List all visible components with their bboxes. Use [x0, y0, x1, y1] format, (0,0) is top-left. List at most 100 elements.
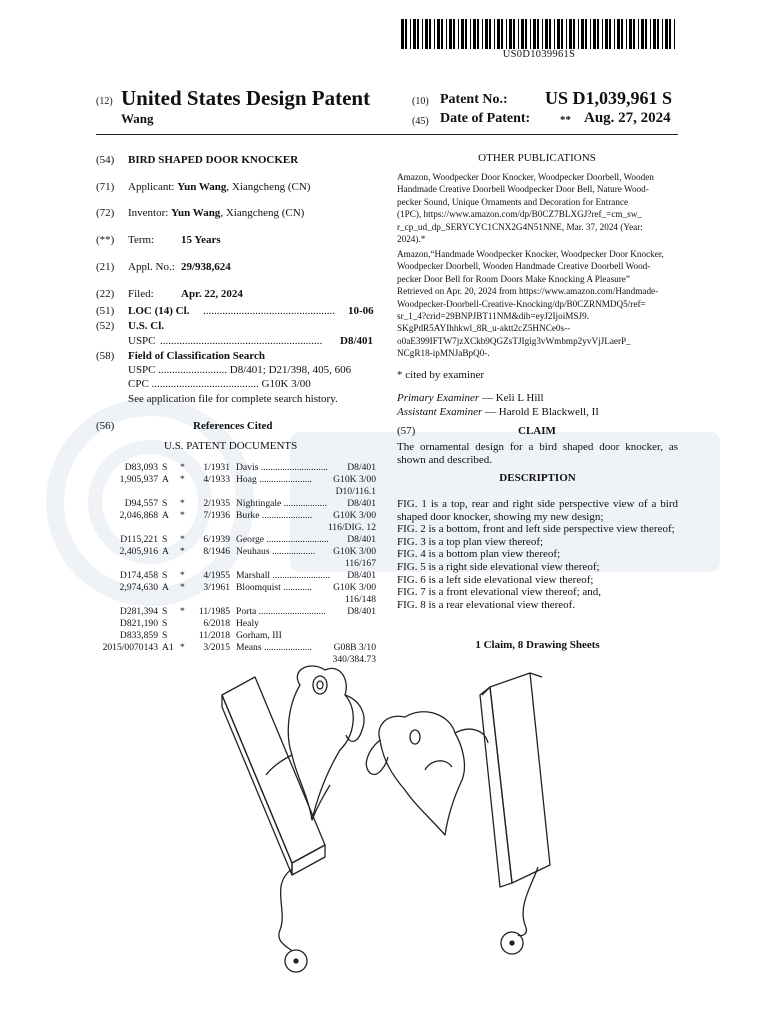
loc-label: LOC (14) Cl.	[128, 305, 190, 317]
reference-class-continuation: D10/116.1	[336, 486, 376, 497]
code-10: (10)	[412, 96, 429, 107]
search-history-note: See application file for complete search…	[128, 393, 338, 405]
reference-number: 2,405,916	[119, 546, 158, 557]
publication-line: SKgPdR5AYIhhkwl_8R_u-aktt2cZ5HNCe0s--	[397, 323, 571, 334]
reference-number: 2,046,868	[119, 510, 158, 521]
code-57: (57)	[397, 425, 416, 437]
reference-class: G10K 3/00	[306, 474, 376, 485]
reference-kind: S	[162, 498, 168, 509]
publication-line: Retrieved on Apr. 20, 2024 from https://…	[397, 286, 659, 297]
document-title: United States Design Patent	[121, 86, 371, 110]
patent-no-value: US D1,039,961 S	[545, 88, 673, 108]
code-45: (45)	[412, 116, 429, 127]
inventor-surname: Wang	[121, 111, 154, 126]
code-52: (52)	[96, 320, 115, 332]
reference-star: *	[180, 570, 185, 581]
publication-line: Amazon,“Handmade Woodpecker Knocker, Woo…	[397, 249, 664, 259]
assistant-examiner-name: — Harold E Blackwell, II	[482, 406, 599, 418]
reference-date: 3/2015	[203, 642, 230, 653]
reference-kind: A	[162, 510, 169, 521]
date-stars: **	[560, 114, 571, 126]
reference-star: *	[180, 606, 185, 617]
code-56: (56)	[96, 420, 115, 432]
reference-class: G10K 3/00	[306, 546, 376, 557]
reference-date: 6/2018	[203, 618, 230, 629]
reference-name: Hoag ......................	[236, 474, 312, 485]
reference-date: 2/1935	[203, 498, 230, 509]
figure-text: is a top, rear and right side perspectiv…	[397, 498, 678, 523]
figure-label: FIG. 4	[397, 548, 426, 561]
classification-cpc: CPC ....................................…	[128, 378, 311, 390]
code-22: (22)	[96, 288, 115, 300]
figure-text: is a left side elevational view thereof;	[425, 573, 594, 586]
code-58: (58)	[96, 350, 115, 362]
figure-descriptions: FIG. 1 is a top, rear and right side per…	[397, 498, 678, 611]
reference-star: *	[180, 546, 185, 557]
term-label: Term:	[128, 234, 155, 246]
reference-kind: S	[162, 462, 168, 473]
code-54: (54)	[96, 154, 115, 166]
reference-star: *	[180, 642, 185, 653]
claim-title: CLAIM	[518, 425, 556, 437]
reference-star: *	[180, 510, 185, 521]
classification-search-label: Field of Classification Search	[128, 350, 265, 362]
reference-date: 6/1939	[203, 534, 230, 545]
reference-class-continuation: 116/167	[345, 558, 376, 569]
reference-number: D821,190	[119, 618, 158, 629]
figure-description: FIG. 7 is a front elevational view there…	[397, 586, 678, 599]
code-12: (12)	[96, 96, 113, 107]
primary-examiner-label: Primary Examiner	[397, 392, 480, 404]
figure-label: FIG. 1	[397, 498, 427, 510]
inventor-label: Inventor:	[128, 207, 169, 219]
figure-description: FIG. 5 is a right side elevational view …	[397, 561, 678, 574]
date-value: Aug. 27, 2024	[584, 110, 671, 126]
left-bird-knocker	[265, 665, 365, 821]
figure-label: FIG. 3	[397, 535, 426, 548]
reference-kind: S	[162, 606, 168, 617]
publication-line: r_cp_ud_dp_SERYCYC1CNX2G4N51NNE, Mar. 37…	[397, 221, 643, 232]
publication-line: (1PC), https://www.amazon.com/dp/B0CZ7BL…	[397, 209, 642, 220]
left-cord-and-ball	[278, 868, 308, 973]
reference-number: 2015/0070143	[102, 642, 158, 653]
reference-number: D83,093	[124, 462, 158, 473]
publication-number: US0D1039961S	[502, 49, 576, 60]
reference-kind: S	[162, 618, 168, 629]
assistant-examiner-label: Assistant Examiner	[397, 406, 483, 418]
reference-name: Burke .....................	[236, 510, 313, 521]
reference-name: Bloomquist ............	[236, 582, 312, 593]
reference-kind: A	[162, 546, 169, 557]
figure-label: FIG. 6	[397, 573, 426, 586]
reference-class: G08B 3/10	[333, 642, 376, 653]
reference-number: D281,394	[119, 606, 158, 617]
figure-description: FIG. 1 is a top, rear and right side per…	[397, 498, 678, 523]
reference-class: D8/401	[347, 606, 376, 617]
publication-line: 2024).*	[397, 234, 426, 245]
reference-number: D833,859	[119, 630, 158, 641]
reference-date: 11/2018	[198, 630, 230, 641]
reference-class-continuation: 116/DIG. 12	[328, 522, 376, 533]
other-publication-1: Amazon, Woodpecker Door Knocker, Woodpec…	[397, 171, 678, 245]
figure-text: is a bottom, front and left side perspec…	[425, 523, 675, 536]
reference-row: 2,046,868 A * 7/1936 Burke .................…	[96, 510, 378, 522]
reference-star: *	[180, 474, 185, 485]
code-71: (71)	[96, 181, 115, 193]
primary-examiner: Primary Examiner — Keli L Hill	[397, 392, 544, 404]
code-21: (21)	[96, 261, 115, 273]
door-knocker-drawing	[221, 665, 551, 973]
inventor-location: , Xiangcheng (CN)	[220, 207, 305, 219]
reference-name: Porta ............................	[236, 606, 326, 617]
publication-line: pecker Sound, Unique Ornaments and Decor…	[397, 196, 629, 207]
reference-date: 7/1936	[203, 510, 230, 521]
reference-kind: A	[162, 474, 169, 485]
figure-description: FIG. 8 is a rear elevational view thereo…	[397, 599, 678, 612]
reference-class-continuation: 340/384.73	[332, 654, 376, 665]
figure-description: FIG. 4 is a bottom plan view thereof;	[397, 548, 678, 561]
figure-text: is a front elevational view thereof; and…	[425, 586, 602, 599]
